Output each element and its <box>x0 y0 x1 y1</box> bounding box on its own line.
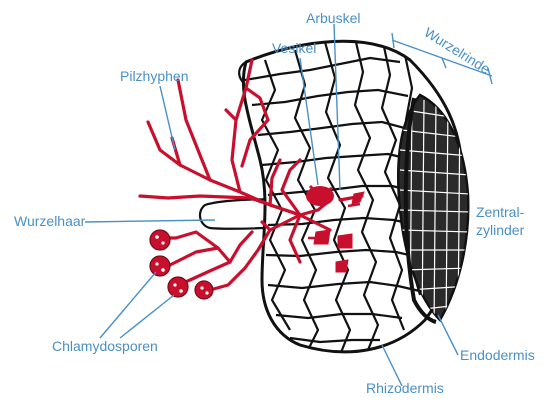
endodermis-leader <box>438 315 458 355</box>
chlamydosporen-leader-2 <box>120 295 174 338</box>
label-endodermis: Endodermis <box>460 347 535 364</box>
chlamydospores <box>150 230 213 299</box>
label-wurzelhaar: Wurzelhaar <box>14 213 85 230</box>
vesicle <box>306 186 334 206</box>
label-zentralzylinder-2: zylinder <box>476 222 524 239</box>
label-rhizodermis: Rhizodermis <box>366 380 444 397</box>
chlamydosporen-leader-1 <box>100 272 156 338</box>
pilzhyphen-leader <box>160 86 175 150</box>
label-zentralzylinder-1: Zentral- <box>476 204 524 221</box>
label-vesikel: Vesikel <box>272 40 316 57</box>
wurzelhaar-leader <box>85 220 215 222</box>
label-pilzhyphen: Pilzhyphen <box>120 68 189 85</box>
label-chlamydosporen: Chlamydosporen <box>52 338 158 355</box>
label-arbuskel: Arbuskel <box>306 10 360 27</box>
